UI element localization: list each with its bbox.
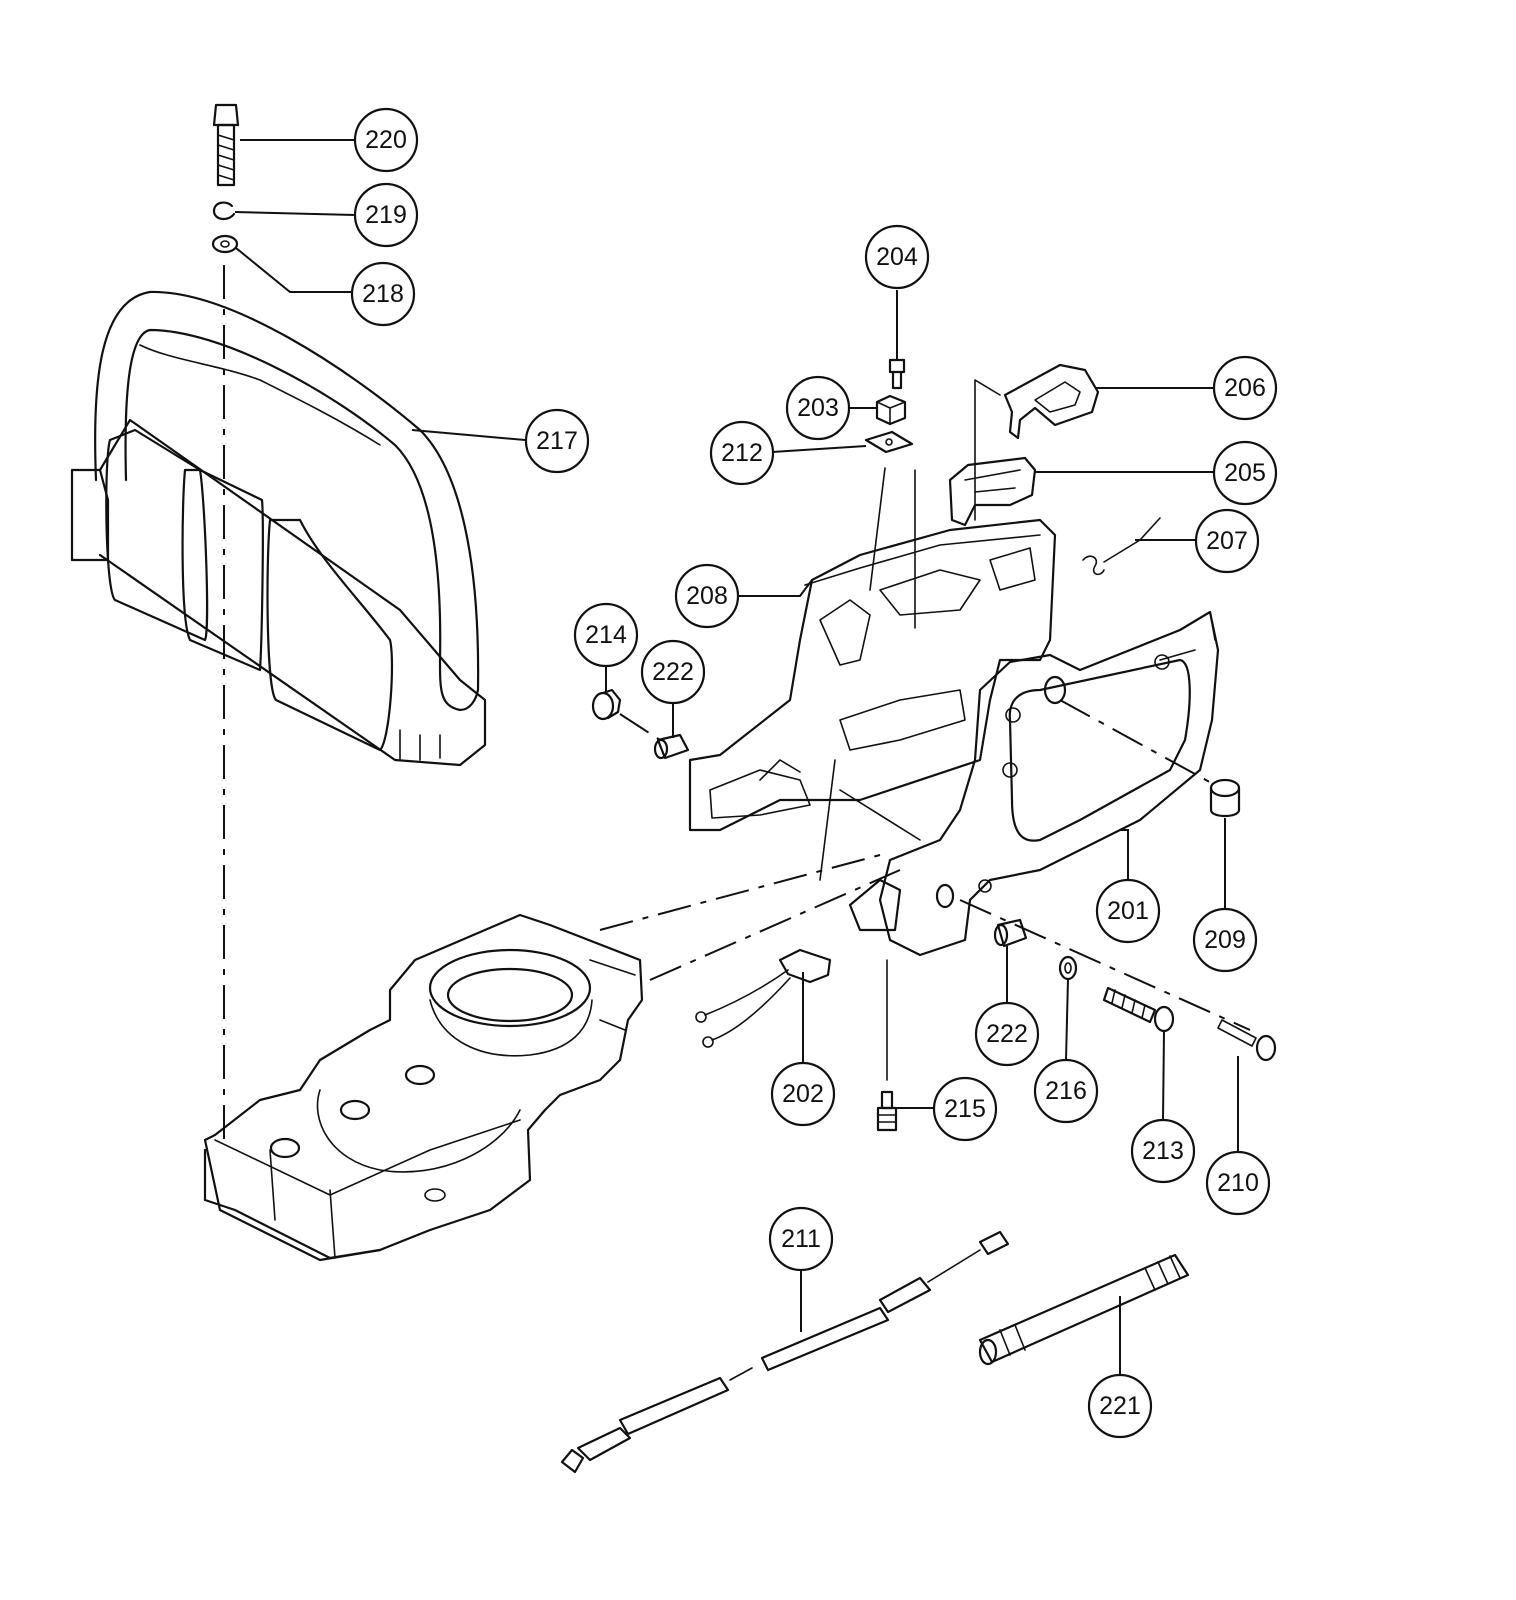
svg-text:201: 201 <box>1107 897 1149 925</box>
front-handle-217 <box>70 290 487 767</box>
callout-205: 205 <box>1212 440 1278 506</box>
svg-text:203: 203 <box>797 394 839 422</box>
rear-handle-201 <box>848 610 1220 957</box>
svg-text:207: 207 <box>1206 527 1248 555</box>
axis-line-214 <box>619 713 661 741</box>
nut-203 <box>875 394 907 426</box>
callout-209: 209 <box>1192 907 1258 973</box>
svg-text:218: 218 <box>362 280 404 308</box>
plate-212 <box>864 430 914 454</box>
svg-text:222: 222 <box>986 1020 1028 1048</box>
svg-text:210: 210 <box>1217 1169 1259 1197</box>
axis-line-lower <box>959 899 1251 1031</box>
leader-213 <box>1162 1030 1165 1121</box>
callout-208: 208 <box>674 563 740 629</box>
svg-text:209: 209 <box>1204 926 1246 954</box>
shaft-221 <box>978 1253 1190 1366</box>
svg-text:216: 216 <box>1045 1077 1087 1105</box>
gear-case <box>203 913 644 1262</box>
screw-204 <box>888 358 906 390</box>
svg-text:220: 220 <box>365 126 407 154</box>
leader-217 <box>411 429 526 441</box>
leader-218 <box>235 247 352 293</box>
svg-text:219: 219 <box>365 201 407 229</box>
grease-fitting-215 <box>876 1090 898 1132</box>
svg-text:213: 213 <box>1142 1137 1184 1165</box>
washer-218 <box>211 234 239 254</box>
callout-220: 220 <box>353 107 419 173</box>
leader-construction-3 <box>974 379 1001 521</box>
pin-222-lower <box>993 918 1028 948</box>
svg-text:221: 221 <box>1099 1392 1141 1420</box>
trigger-205 <box>948 456 1037 527</box>
bolt-213 <box>1102 986 1175 1033</box>
svg-text:205: 205 <box>1224 459 1266 487</box>
callout-206: 206 <box>1212 355 1278 421</box>
callout-202: 202 <box>770 1061 836 1127</box>
callout-213: 213 <box>1130 1118 1196 1184</box>
axis-line-cable <box>819 759 921 881</box>
svg-text:211: 211 <box>781 1225 821 1253</box>
callout-215: 215 <box>932 1076 998 1142</box>
callout-211: 211 <box>768 1206 834 1272</box>
throttle-case-208 <box>688 518 1057 832</box>
spring-207 <box>1082 517 1161 576</box>
svg-text:212: 212 <box>721 439 763 467</box>
svg-text:204: 204 <box>876 243 918 271</box>
callout-219: 219 <box>353 182 419 248</box>
axis-line-209 <box>1059 699 1216 786</box>
callout-201: 201 <box>1095 878 1161 944</box>
pin-222-upper <box>653 733 690 760</box>
callout-221: 221 <box>1087 1373 1153 1439</box>
svg-text:202: 202 <box>782 1080 824 1108</box>
callout-214: 214 <box>573 602 639 668</box>
stop-switch-cord-202 <box>695 948 832 1048</box>
callout-212: 212 <box>709 420 775 486</box>
callout-203: 203 <box>785 375 851 441</box>
bolt-220 <box>212 103 240 187</box>
callout-216: 216 <box>1033 1058 1099 1124</box>
bushing-214 <box>591 688 622 721</box>
throttle-cable-211 <box>560 1230 1010 1474</box>
svg-text:208: 208 <box>686 582 728 610</box>
svg-text:217: 217 <box>536 427 578 455</box>
leader-201 <box>1120 829 1129 880</box>
callout-210: 210 <box>1205 1150 1271 1216</box>
screw-210 <box>1217 1019 1277 1062</box>
leader-219 <box>234 211 356 216</box>
washer-216 <box>1058 955 1078 981</box>
callout-217: 217 <box>524 408 590 474</box>
callout-222-lower: 222 <box>974 1001 1040 1067</box>
leader-208 <box>738 579 813 597</box>
lock-washer-219 <box>212 201 236 221</box>
svg-text:215: 215 <box>944 1095 986 1123</box>
svg-text:214: 214 <box>585 621 627 649</box>
axis-line-gear-2 <box>649 869 901 981</box>
leader-216 <box>1065 978 1069 1061</box>
callout-218: 218 <box>350 261 416 327</box>
callout-207: 207 <box>1194 508 1260 574</box>
svg-text:222: 222 <box>652 658 694 686</box>
throttle-lever-206 <box>1003 363 1100 440</box>
svg-text:206: 206 <box>1224 374 1266 402</box>
leader-212 <box>771 445 867 453</box>
callout-222-upper: 222 <box>640 639 706 705</box>
axis-line-gear <box>599 854 881 931</box>
callout-204: 204 <box>864 224 930 290</box>
leader-construction-1 <box>869 467 886 591</box>
cap-209 <box>1209 778 1241 818</box>
